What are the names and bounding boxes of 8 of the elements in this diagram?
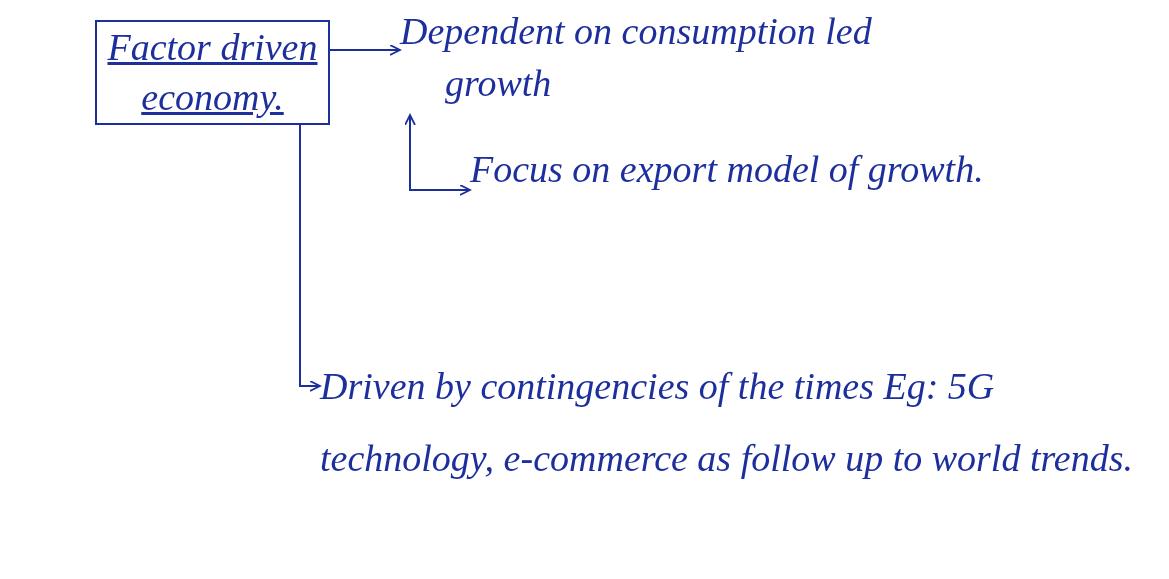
handwritten-text: Dependent on consumption led growth <box>400 10 872 104</box>
handwritten-text: Factor driven economy. <box>107 26 318 118</box>
handwritten-text: Driven by contingencies of the times Eg: 5G technology, e-commerce as follow up to world trends. <box>320 365 1133 479</box>
arrow <box>329 44 401 56</box>
handwritten-text: Focus on export model of growth. <box>470 148 984 190</box>
arrow <box>299 124 321 392</box>
bracketed-box <box>95 20 330 125</box>
arrow <box>404 114 471 196</box>
